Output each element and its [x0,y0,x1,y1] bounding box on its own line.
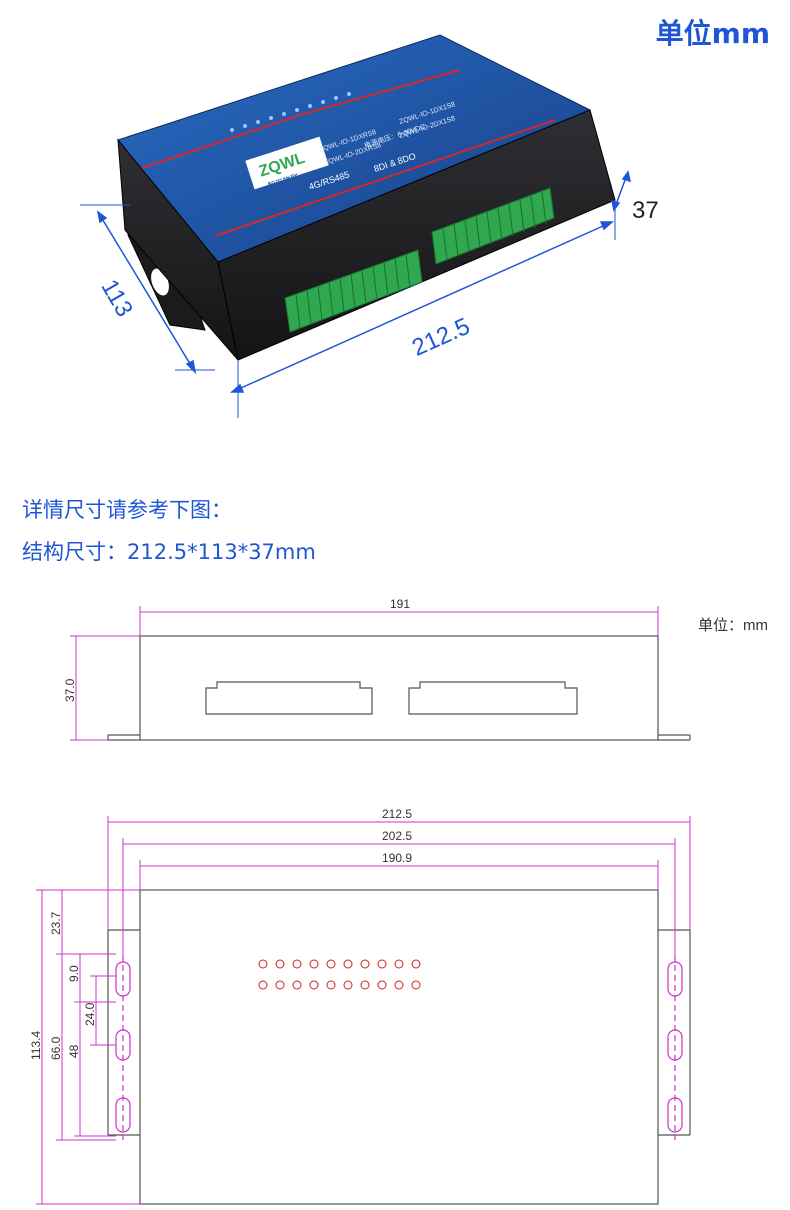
dim-depth-line [97,211,196,373]
unit-label-top: 单位mm [655,17,770,50]
terminal-block-left [284,249,423,333]
top-height-top-text: 23.7 [49,911,63,935]
technical-drawing: 单位：mm 191 37.0 [29,597,768,1205]
top-width-inner-text: 190.9 [382,851,412,865]
top-width-mid-text: 202.5 [382,829,412,843]
top-height-slot-text: 9.0 [67,965,81,982]
front-height-text: 37.0 [63,678,77,702]
description-line-2: 结构尺寸：212.5*113*37mm [22,540,316,564]
top-height-total-text: 113.4 [29,1031,43,1060]
terminal-block-right [431,187,555,265]
top-height-mid-text: 24.0 [83,1002,97,1026]
led-grid [258,959,421,990]
red-stripe-left [129,69,461,173]
product-photo: ZQWL 智嵌物联 4G/RS485 8DI & 8DO ZQWL-IO-1DX… [80,34,659,418]
mounting-slots [115,955,683,1140]
top-height-66-text: 66.0 [49,1036,63,1060]
dim-width-line [231,221,613,393]
front-width-text: 191 [390,597,410,611]
top-view [107,889,691,1205]
dim-depth-text: 113 [95,275,138,322]
red-stripe-right [214,119,556,237]
description-line-1: 详情尺寸请参考下图： [22,498,232,522]
led-indicators [230,92,351,132]
front-view [107,635,691,741]
dim-height-text: 37 [632,197,659,224]
top-height-48-text: 48 [67,1044,81,1058]
drawing-unit-label: 单位：mm [698,617,768,634]
logo-box [245,136,329,190]
top-width-outer-text: 212.5 [382,807,412,821]
dim-width-text: 212.5 [408,313,474,362]
